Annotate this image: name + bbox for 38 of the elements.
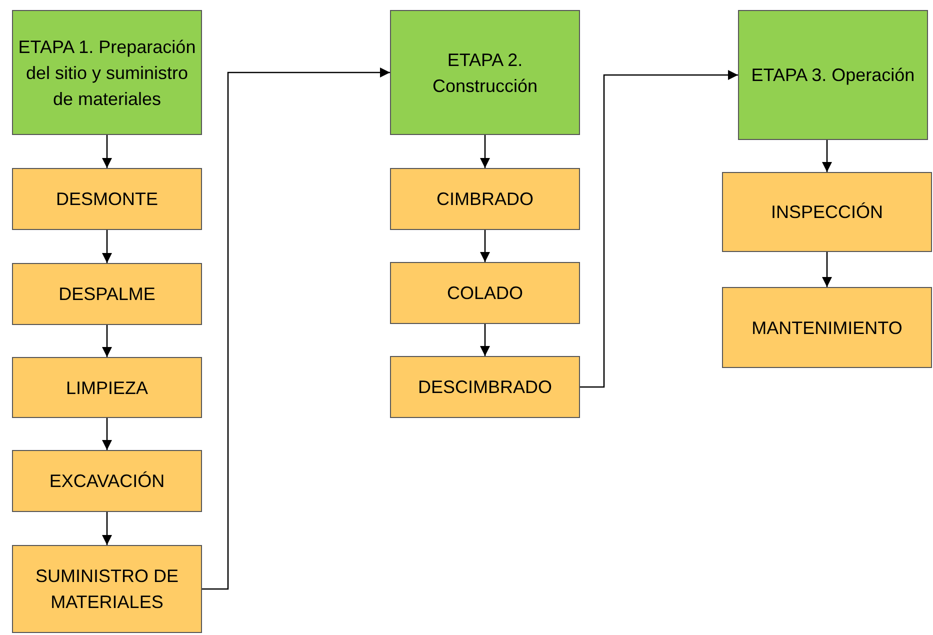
process-box [722, 287, 932, 368]
process-box [12, 450, 202, 512]
box-label: CIMBRADO [436, 188, 534, 211]
arrow [822, 252, 832, 287]
arrow [102, 418, 112, 450]
process-box [12, 168, 202, 230]
process-box [390, 356, 580, 418]
arrow [102, 230, 112, 263]
arrow [202, 68, 390, 590]
process-box [12, 545, 202, 633]
box-label: EXCAVACIÓN [49, 470, 165, 493]
arrow [480, 324, 490, 356]
box-label: DESPALME [58, 283, 156, 306]
arrow [102, 325, 112, 357]
box-label: SUMINISTRO DE MATERIALES [34, 565, 180, 614]
arrow [480, 135, 490, 168]
box-label: MANTENIMIENTO [752, 316, 902, 340]
box-label: LIMPIEZA [66, 376, 148, 400]
stage-box [12, 10, 202, 135]
process-box [722, 172, 932, 252]
box-label: ETAPA 1. Preparación del sitio y suministro de materiales [17, 36, 197, 110]
arrow [580, 70, 738, 388]
box-label: DESMONTE [56, 188, 158, 211]
arrow [822, 140, 832, 172]
arrow [480, 230, 490, 262]
box-label: COLADO [446, 282, 524, 305]
box-label: ETAPA 3. Operación [751, 64, 915, 87]
process-box [12, 357, 202, 418]
arrow [102, 512, 112, 545]
process-box [12, 263, 202, 325]
process-box [390, 168, 580, 230]
arrow [102, 135, 112, 168]
box-label: INSPECCIÓN [770, 201, 884, 224]
box-label: DESCIMBRADO [418, 376, 552, 399]
box-label: ETAPA 2. Construcción [431, 48, 539, 98]
process-box [390, 262, 580, 324]
stage-box [390, 10, 580, 135]
stage-box [738, 10, 928, 140]
